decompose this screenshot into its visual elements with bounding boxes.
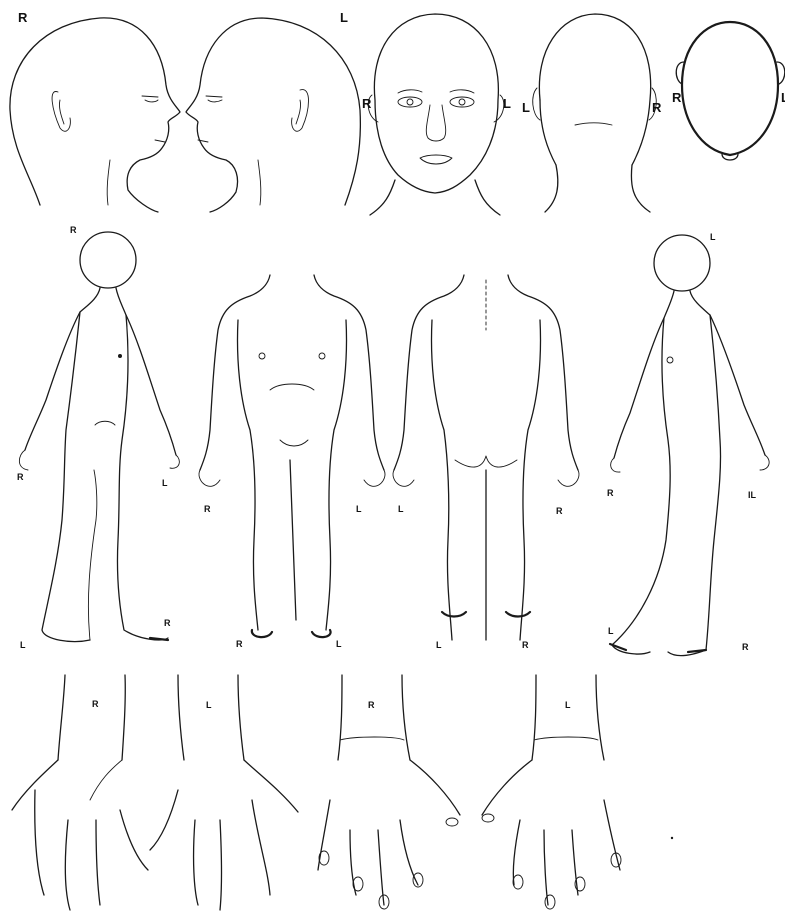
body-back (393, 275, 579, 640)
hand-palm-right (12, 675, 148, 910)
label-body-side-r-foot-l: L (20, 640, 26, 650)
label-body-side-l-hand-l: IL (748, 490, 757, 500)
label-head-back-r: R (652, 100, 662, 115)
label-head-front-r: R (362, 96, 372, 111)
label-body-side-r-hand-l: L (162, 478, 168, 488)
label-body-side-l-foot-l: L (608, 626, 614, 636)
hand-dorsum-right (318, 675, 460, 909)
label-body-side-r-hand-r: R (17, 472, 24, 482)
label-body-side-l-hand-r: R (607, 488, 614, 498)
hand-dorsum-left (482, 675, 621, 909)
label-head-profile-right: R (18, 10, 28, 25)
speck-mark (671, 837, 673, 839)
head-front (368, 14, 504, 215)
label-head-top-r: R (672, 90, 682, 105)
body-front (199, 275, 385, 637)
label-head-profile-left: L (340, 10, 348, 25)
label-head-front-l: L (503, 96, 511, 111)
head-profile-left (186, 18, 360, 212)
label-body-front-foot-r: R (236, 639, 243, 649)
label-body-back-hand-r: R (556, 506, 563, 516)
label-body-front-hand-r: R (204, 504, 211, 514)
label-palm-l: L (206, 700, 212, 710)
label-head-top-l: L (781, 90, 785, 105)
head-top (676, 22, 785, 160)
label-body-back-hand-l: L (398, 504, 404, 514)
body-side-left (610, 235, 769, 656)
body-side-right (19, 232, 179, 642)
label-head-back-l: L (522, 100, 530, 115)
label-dorsum-r: R (368, 700, 375, 710)
label-dorsum-l: L (565, 700, 571, 710)
label-body-side-l-top: L (710, 232, 716, 242)
label-body-back-foot-l: L (436, 640, 442, 650)
hand-palm-left (150, 675, 298, 910)
label-body-side-l-foot-r: R (742, 642, 749, 652)
label-body-side-r-top: R (70, 225, 77, 235)
head-profile-right (10, 18, 180, 212)
label-body-front-hand-l: L (356, 504, 362, 514)
label-body-front-foot-l: L (336, 639, 342, 649)
head-back (533, 14, 657, 212)
label-body-side-r-foot-r: R (164, 618, 171, 628)
label-palm-r: R (92, 699, 99, 709)
label-body-back-foot-r: R (522, 640, 529, 650)
